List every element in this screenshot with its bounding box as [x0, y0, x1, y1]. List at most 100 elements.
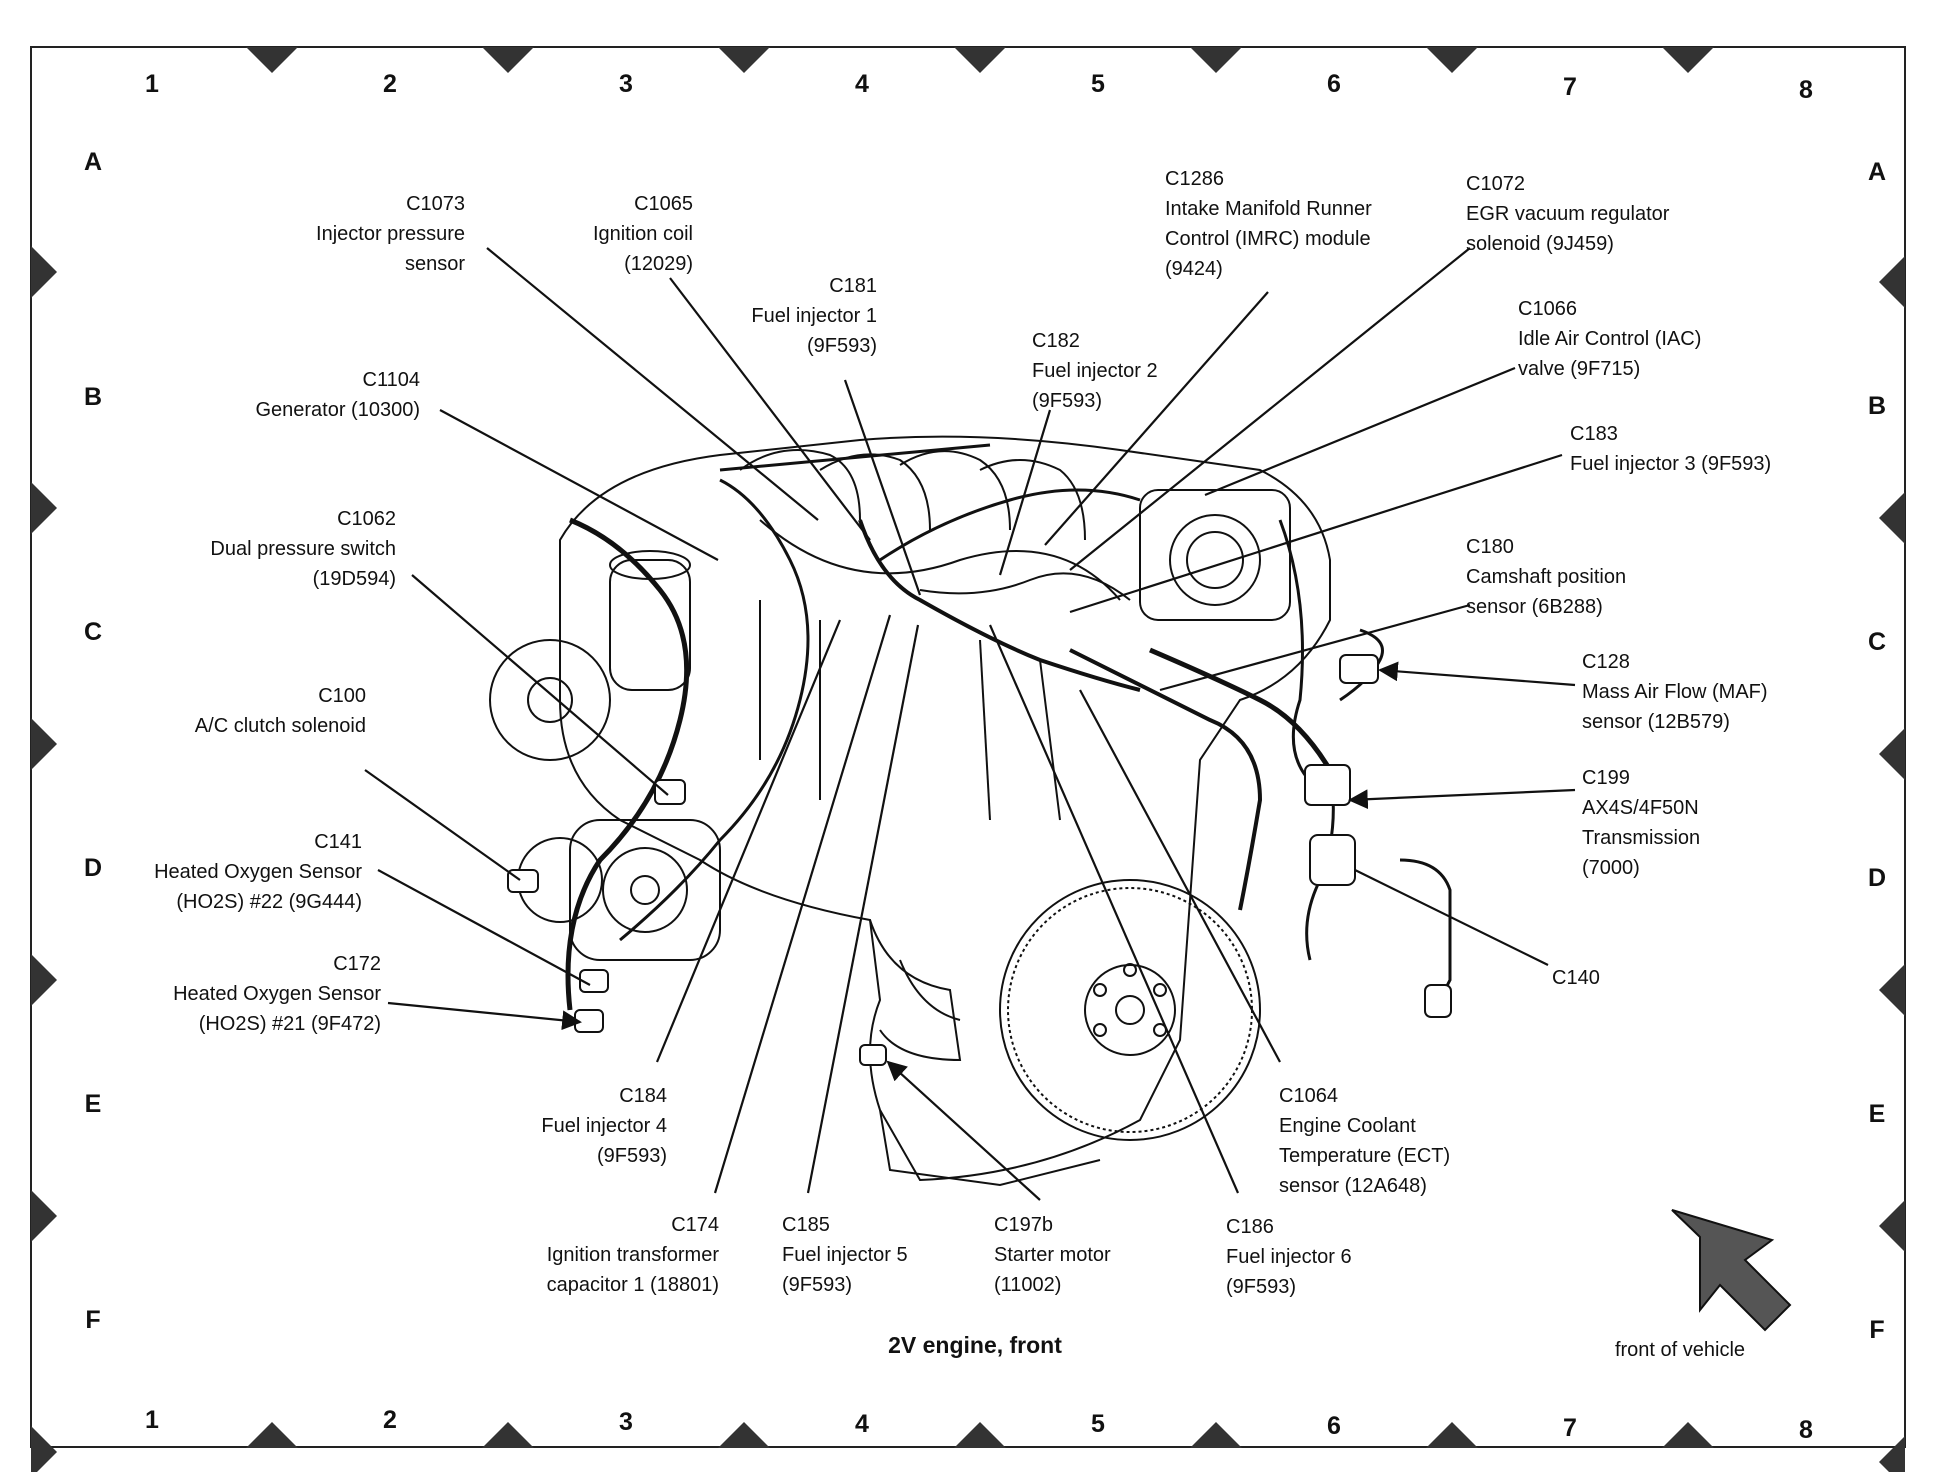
connector-id: C1286 — [1165, 168, 1224, 190]
grid-row-label-right: E — [1869, 1100, 1886, 1128]
grid-column-label-top: 7 — [1563, 73, 1577, 101]
leader-line-c140 — [1354, 869, 1549, 966]
leader-line-c1073 — [486, 247, 819, 521]
grid-edge-marker — [31, 954, 57, 1006]
connector-id: C1104 — [363, 369, 420, 391]
connector-description: A/C clutch solenoid — [195, 715, 366, 737]
grid-edge-marker — [718, 47, 770, 73]
grid-row-label-left: B — [84, 383, 102, 411]
leader-line-c172 — [387, 1001, 582, 1031]
grid-column-label-bottom: 3 — [619, 1408, 633, 1436]
grid-row-label-right: C — [1868, 628, 1886, 656]
grid-edge-marker — [718, 1422, 770, 1448]
connector-id: C186 — [1226, 1216, 1274, 1238]
grid-edge-marker — [1190, 47, 1242, 73]
connector-id: C180 — [1466, 536, 1514, 558]
grid-edge-marker — [31, 1426, 57, 1472]
connector-description: Heated Oxygen Sensor — [173, 983, 381, 1005]
connector-description: (9F593) — [597, 1145, 667, 1167]
connector-description: Ignition transformer — [547, 1244, 720, 1266]
connector-id: C1062 — [337, 508, 396, 530]
connector-id: C1065 — [634, 193, 693, 215]
connector-id: C185 — [782, 1214, 830, 1236]
connector-id: C181 — [829, 275, 877, 297]
connector-description: Engine Coolant — [1279, 1115, 1416, 1137]
callout-c140: C140 — [1552, 967, 1600, 989]
grid-column-label-top: 5 — [1091, 70, 1105, 98]
front-of-vehicle-label: front of vehicle — [1615, 1339, 1745, 1361]
grid-edge-marker — [31, 718, 57, 770]
connector-description: (HO2S) #21 (9F472) — [199, 1013, 381, 1035]
connector-description: Fuel injector 6 — [1226, 1246, 1352, 1268]
connector-description: Fuel injector 1 — [751, 305, 877, 327]
grid-edge-marker — [954, 1422, 1006, 1448]
connector-description: (11002) — [994, 1274, 1061, 1296]
connector-id: C197b — [994, 1214, 1053, 1236]
grid-row-label-right: B — [1868, 392, 1886, 420]
connector-id: C174 — [671, 1214, 719, 1236]
grid-row-label-right: F — [1869, 1316, 1884, 1344]
grid-edge-marker — [1879, 728, 1905, 780]
connector-description: Control (IMRC) module — [1165, 228, 1371, 250]
connector-description: (12029) — [624, 253, 693, 275]
connector-description: EGR vacuum regulator — [1466, 203, 1670, 225]
leader-line-c100 — [364, 769, 521, 881]
connector-description: Intake Manifold Runner — [1165, 198, 1372, 220]
leader-line-c1066 — [1204, 366, 1516, 497]
connector-description: Generator (10300) — [255, 399, 420, 421]
leader-line-c1104 — [439, 409, 719, 561]
grid-column-label-top: 8 — [1799, 76, 1813, 104]
leader-line-c199 — [1348, 788, 1576, 810]
grid-edge-marker — [1879, 256, 1905, 308]
connector-description: sensor (6B288) — [1466, 596, 1603, 618]
grid-edge-marker — [1190, 1422, 1242, 1448]
connector-description: Fuel injector 3 (9F593) — [1570, 453, 1771, 475]
grid-row-label-left: F — [85, 1306, 100, 1334]
connector-id: C128 — [1582, 651, 1630, 673]
connector-id: C1066 — [1518, 298, 1577, 320]
connector-id: C1072 — [1466, 173, 1525, 195]
diagram-title: 2V engine, front — [888, 1332, 1062, 1358]
connector-id: C140 — [1552, 967, 1600, 989]
leader-line-c1072 — [1069, 247, 1471, 571]
grid-edge-marker — [246, 47, 298, 73]
leader-line-c183 — [1069, 453, 1563, 614]
connector-description: Starter motor — [994, 1244, 1111, 1266]
grid-column-label-bottom: 2 — [383, 1406, 397, 1434]
grid-edge-marker — [1426, 1422, 1478, 1448]
leader-line-c185 — [806, 624, 920, 1194]
connector-description: (HO2S) #22 (9G444) — [176, 891, 362, 913]
grid-row-label-left: A — [84, 148, 102, 176]
connector-description: AX4S/4F50N — [1582, 797, 1699, 819]
grid-edge-marker — [31, 1190, 57, 1242]
connector-description: Fuel injector 5 — [782, 1244, 908, 1266]
grid-column-label-top: 4 — [855, 70, 869, 98]
connector-description: (19D594) — [313, 568, 396, 590]
grid-edge-marker — [482, 1422, 534, 1448]
connector-id: C199 — [1582, 767, 1630, 789]
connector-description: (9F593) — [1032, 390, 1102, 412]
grid-edge-marker — [246, 1422, 298, 1448]
grid-column-label-top: 6 — [1327, 70, 1341, 98]
connector-id: C182 — [1032, 330, 1080, 352]
grid-edge-marker — [31, 246, 57, 298]
grid-edge-markers — [31, 47, 1905, 1472]
connector-description: Injector pressure — [316, 223, 465, 245]
connector-description: capacitor 1 (18801) — [547, 1274, 719, 1296]
